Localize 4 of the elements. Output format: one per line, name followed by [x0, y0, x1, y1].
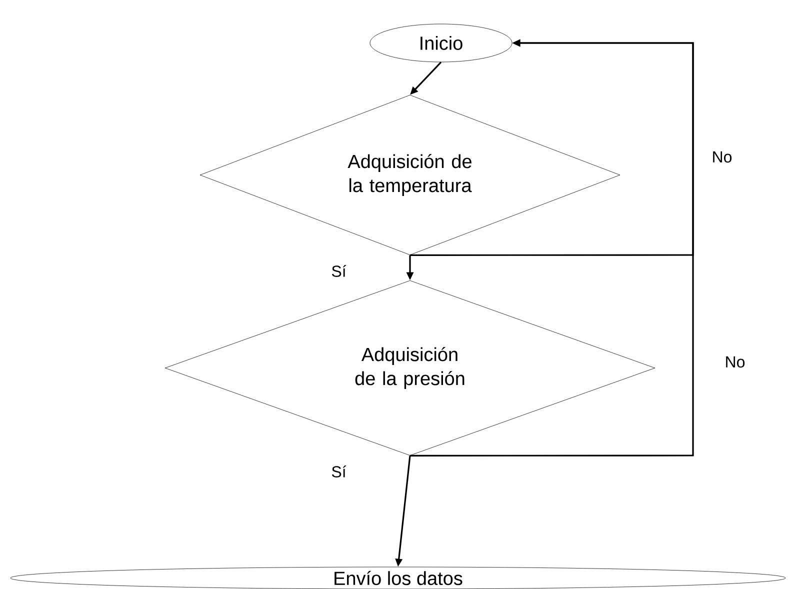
- edge-label: No: [713, 151, 732, 163]
- edge-label: Sí: [332, 265, 346, 277]
- edge-label: Sí: [332, 466, 346, 478]
- edge-label: No: [726, 356, 745, 368]
